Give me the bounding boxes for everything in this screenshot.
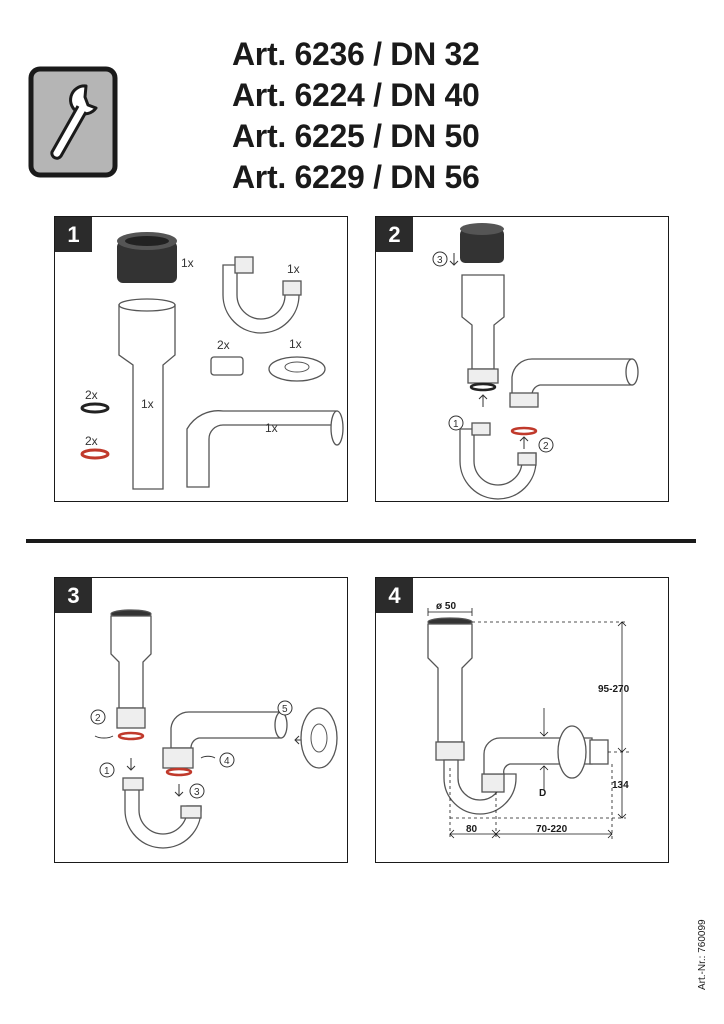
elbow-part (162, 711, 288, 769)
width-dimension-2: 70-220 (536, 824, 568, 835)
marker-2 (90, 709, 106, 725)
tube-part (110, 609, 152, 729)
marker-4-label: 4 (224, 756, 230, 767)
elbow-qty-label: 1x (265, 421, 278, 435)
step-3-badge: 3 (55, 578, 92, 613)
height-dimension: 95-270 (598, 684, 630, 695)
title-line-3: Art. 6225 / DN 50 (232, 118, 480, 154)
tube-part (461, 274, 505, 384)
section-divider (26, 539, 696, 543)
dimension-lines (427, 608, 630, 840)
trap-part (222, 256, 302, 334)
offset-dimension: 134 (612, 780, 629, 791)
arrow-down-icon (126, 758, 136, 771)
trap-part (122, 777, 202, 849)
arrow-down-icon (174, 784, 184, 797)
tube-qty-label: 1x (141, 397, 154, 411)
step-4-panel: ø 50 95-270 134 D 80 70-220 4 (375, 577, 669, 863)
red-seal-ring (117, 731, 145, 741)
marker-1 (448, 415, 464, 431)
article-title: Art. 6236 / DN 32 Art. 6224 / DN 40 Art.… (232, 34, 480, 198)
tube-part (427, 617, 473, 761)
step-3-illustration: 2 1 4 3 5 (90, 609, 338, 849)
marker-1-label: 1 (104, 766, 110, 777)
marker-4 (219, 752, 235, 768)
cap-qty-label: 1x (181, 256, 194, 270)
black-seal-ring (469, 382, 497, 392)
step-2-badge: 2 (376, 217, 413, 252)
step-2-panel: 3 1 2 2 (375, 216, 669, 502)
red-seal-ring (80, 448, 110, 460)
red-seal-ring (165, 767, 193, 777)
rosette-part (268, 356, 326, 382)
trap-part (459, 422, 537, 500)
red-seal-ring (510, 426, 538, 436)
marker-2 (538, 437, 554, 453)
parts-illustration: 1x 1x 1x 2x 1x 2x 2x 1x (80, 232, 344, 490)
article-number: Art.-Nr.: 760099 (697, 919, 708, 990)
marker-3 (189, 783, 205, 799)
rotate-arrow-icon (200, 755, 216, 759)
marker-3-label: 3 (437, 255, 443, 266)
step-4-badge: 4 (376, 578, 413, 613)
marker-2-label: 2 (95, 713, 101, 724)
nut-part (210, 356, 244, 376)
diameter-dimension: ø 50 (436, 601, 456, 612)
elbow-part (186, 410, 344, 488)
elbow-part (483, 725, 609, 779)
title-line-4: Art. 6229 / DN 56 (232, 159, 480, 195)
rosette-qty-label: 1x (289, 337, 302, 351)
nut-qty-label: 2x (217, 338, 230, 352)
step-1-panel: 1x 1x 1x 2x 1x 2x 2x 1x (54, 216, 348, 502)
marker-3 (432, 251, 448, 267)
marker-1 (99, 762, 115, 778)
marker-3-label: 3 (194, 787, 200, 798)
red-ring-qty-label: 2x (85, 434, 98, 448)
title-line-1: Art. 6236 / DN 32 (232, 36, 480, 72)
marker-5-label: 5 (282, 704, 288, 715)
black-seal-ring (80, 402, 110, 414)
rotate-arrow-icon (94, 735, 114, 739)
arrow-down-icon (449, 253, 459, 266)
marker-2-label: 2 (543, 441, 549, 452)
trap-part (443, 759, 517, 815)
tube-part (118, 298, 176, 490)
cap-part (460, 223, 504, 263)
title-line-2: Art. 6224 / DN 40 (232, 77, 480, 113)
width-dimension-1: 80 (466, 824, 478, 835)
step-3-panel: 2 1 4 3 5 3 (54, 577, 348, 863)
rosette-part (300, 707, 338, 769)
depth-dimension: D (539, 788, 546, 799)
arrow-up-icon (519, 436, 529, 449)
cap-part (117, 232, 177, 283)
step-2-illustration: 3 1 2 (432, 223, 639, 500)
elbow-part (509, 358, 639, 408)
marker-1-label: 1 (453, 419, 459, 430)
trap-qty-label: 1x (287, 262, 300, 276)
dimension-drawing: ø 50 95-270 134 D 80 70-220 (427, 601, 630, 840)
black-ring-qty-label: 2x (85, 388, 98, 402)
marker-5 (277, 700, 293, 716)
arrow-up-icon (478, 394, 488, 407)
step-1-badge: 1 (55, 217, 92, 252)
wrench-icon (28, 66, 118, 178)
